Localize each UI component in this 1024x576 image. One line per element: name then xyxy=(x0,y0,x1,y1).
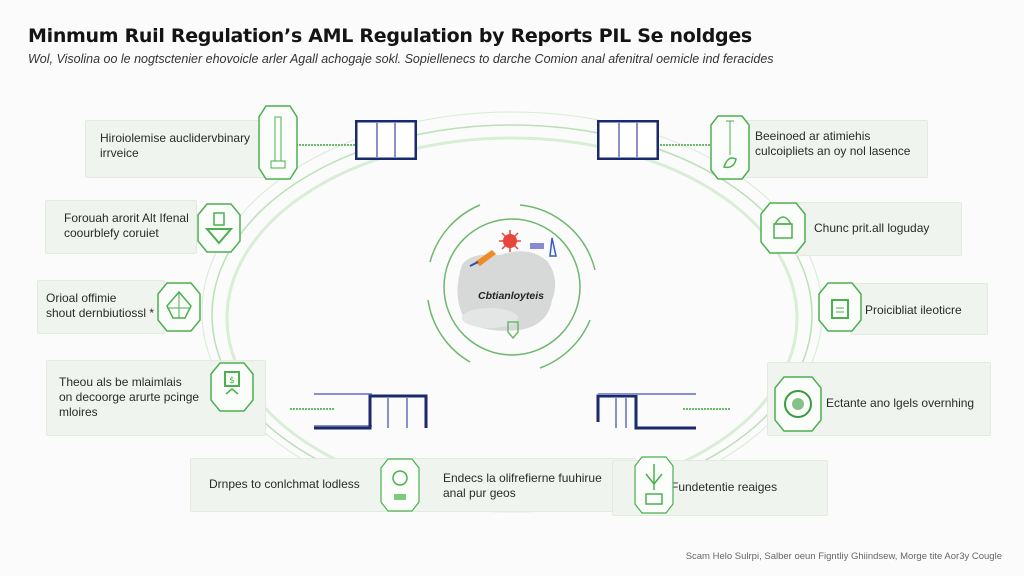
thermometer-icon xyxy=(258,105,298,180)
bottom-card-1-text: Drnpes to conlchmat lodless xyxy=(209,477,360,491)
rocket-icon xyxy=(469,250,496,267)
lightbulb-icon xyxy=(380,458,420,512)
bottom-card-2-text: Endecs la olifrefierne fuuhirue anal pur… xyxy=(443,471,602,500)
center-ring xyxy=(443,218,581,356)
right-card-2-text: Chunc prit.all loguday xyxy=(814,221,930,235)
left-card-1-text: Hiroiolemise auclidervbinary irrveice xyxy=(100,131,251,160)
globe-people-icon xyxy=(774,376,822,432)
battery-icon xyxy=(530,243,544,249)
pen-icon xyxy=(549,237,557,257)
shield-funnel-icon xyxy=(197,203,241,253)
window-frame-top-left xyxy=(355,120,417,160)
right-card-3-text: Proicibliat ileoticre xyxy=(865,303,962,317)
left-card-3-text: Orioal offimie shout dernbiutiossl * xyxy=(46,291,155,320)
cycle-arrow xyxy=(539,319,591,369)
robot-icon xyxy=(760,202,806,254)
window-frame-bottom-right xyxy=(596,393,696,430)
plant-book-icon xyxy=(634,456,674,514)
cycle-arrow xyxy=(519,204,596,271)
right-card-1-text: Beeinoed ar atimiehis culcoipliets an oy… xyxy=(755,129,911,158)
monitor-dollar-icon: $ xyxy=(210,362,254,412)
right-card-1: Beeinoed ar atimiehis culcoipliets an oy… xyxy=(740,120,928,178)
bottom-card-3-text: Fundetentie reaiges xyxy=(671,480,778,494)
right-card-4-text: Ectante ano lgels overnhing xyxy=(826,396,975,410)
left-card-4-text: Theou als be mlaimlais on decoorge arurt… xyxy=(59,375,200,419)
right-card-3: Proicibliat ileoticre xyxy=(850,283,988,335)
right-card-2: Chunc prit.all loguday xyxy=(795,202,962,256)
blob-shadow xyxy=(462,308,518,328)
svg-text:$: $ xyxy=(229,376,235,386)
page-title: Minmum Ruil Regulation’s AML Regulation … xyxy=(28,25,752,47)
left-card-3: Orioal offimie shout dernbiutiossl * xyxy=(37,280,165,334)
cycle-arrow xyxy=(429,204,481,263)
center-label: Cbtianloyteis xyxy=(478,290,544,302)
source-footer: Scam Helo Sulrpi, Salber oeun Figntliy G… xyxy=(685,551,1002,562)
document-bag-icon xyxy=(818,282,862,332)
page-subtitle: Wol, Visolina oo le nogtsctenier ehovoic… xyxy=(28,52,774,66)
cycle-arrow xyxy=(427,299,471,363)
window-frame-top-right xyxy=(597,120,659,160)
left-card-1: Hiroiolemise auclidervbinary irrveice xyxy=(85,120,267,178)
virus-icon xyxy=(499,230,521,252)
left-card-2: Forouah arorit Alt Ifenal coourblefy cor… xyxy=(45,200,197,254)
window-frame-bottom-left xyxy=(314,393,428,430)
pendulum-hand-icon xyxy=(710,115,750,180)
globe-leaf-icon xyxy=(157,282,201,332)
left-card-2-text: Forouah arorit Alt Ifenal coourblefy cor… xyxy=(64,211,189,240)
arrow-down-icon xyxy=(507,321,519,340)
